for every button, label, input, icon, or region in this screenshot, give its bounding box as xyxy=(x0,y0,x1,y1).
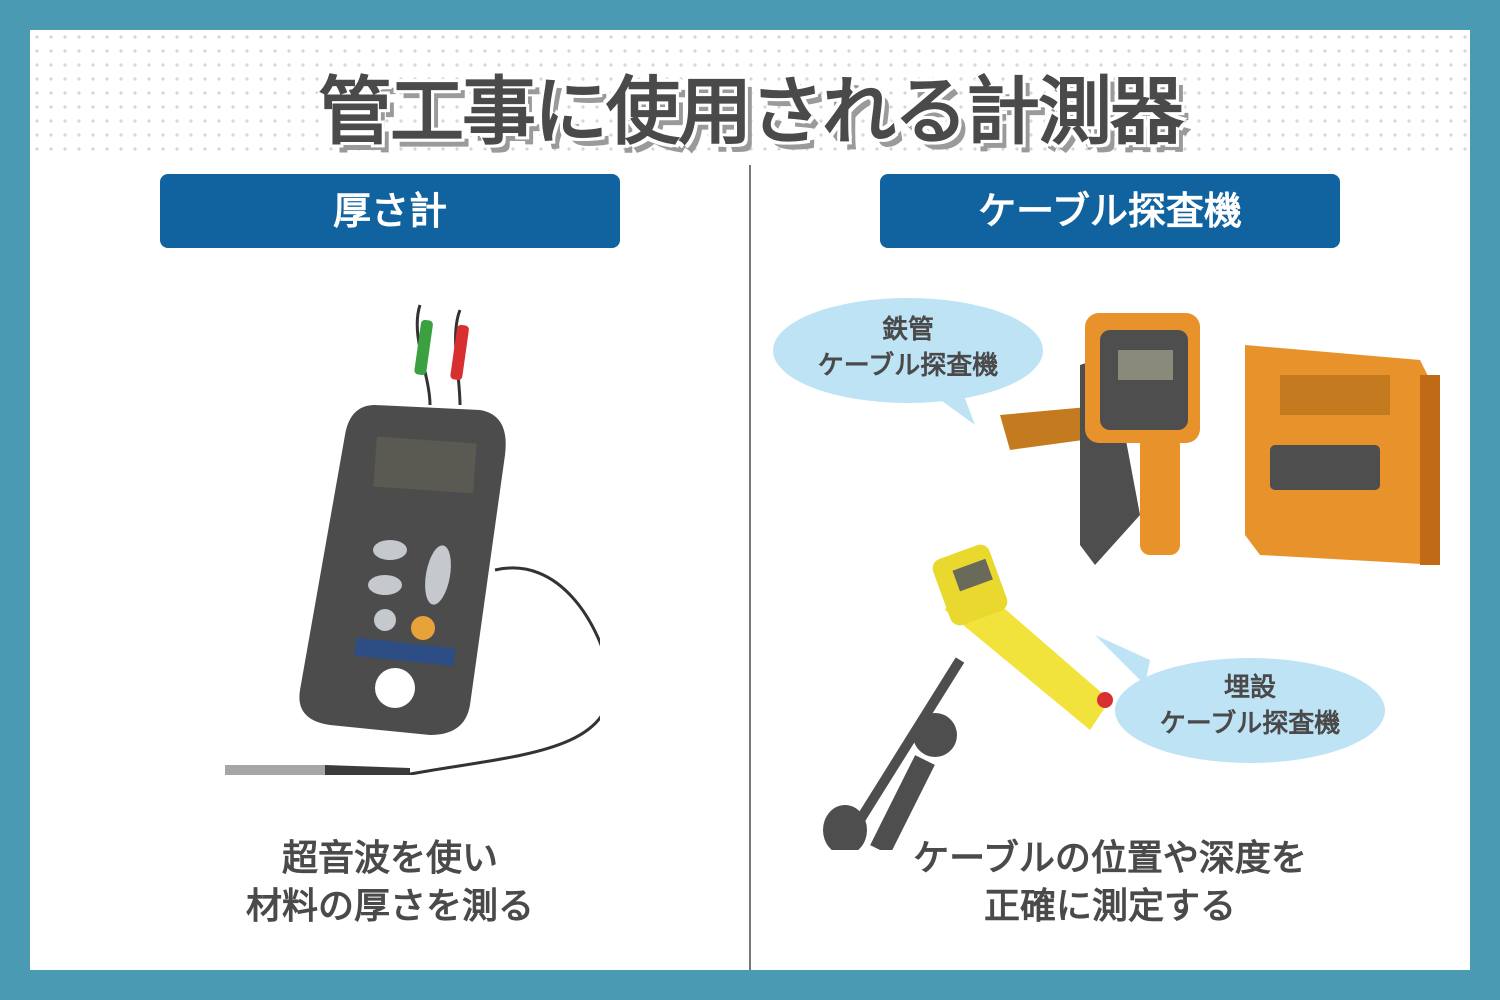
thickness-gauge-caption: 超音波を使い 材料の厚さを測る xyxy=(30,835,750,931)
bubble-text-line: ケーブル探査機 xyxy=(1159,709,1341,739)
bubble-tail xyxy=(1095,635,1150,685)
caption-line: 材料の厚さを測る xyxy=(245,886,534,927)
infographic-panel: 管工事に使用される計測器 厚さ計 ケーブル探査機 xyxy=(30,30,1470,970)
caption-line: ケーブルの位置や深度を xyxy=(913,838,1307,879)
bubble-tail xyxy=(920,385,975,425)
thickness-gauge-illustration xyxy=(225,304,600,775)
pipe-locator-illustration xyxy=(1000,313,1440,565)
caption-line: 正確に測定する xyxy=(983,886,1236,927)
buried-cable-locator-illustration xyxy=(823,544,1113,850)
thickness-gauge-header: 厚さ計 xyxy=(160,174,620,248)
cable-locator-caption: ケーブルの位置や深度を 正確に測定する xyxy=(750,835,1470,931)
pipe-locator-bubble xyxy=(773,298,1043,403)
page-title: 管工事に使用される計測器 xyxy=(318,69,1184,155)
bubble-text-line: 鉄管 xyxy=(881,315,934,345)
buried-locator-bubble xyxy=(1115,658,1385,763)
bubble-text-line: ケーブル探査機 xyxy=(817,351,999,381)
bubble-text-line: 埋設 xyxy=(1223,673,1276,703)
center-divider xyxy=(749,165,751,970)
caption-line: 超音波を使い xyxy=(281,838,498,879)
dot-pattern-background xyxy=(30,30,1470,160)
pipe-locator-label: 鉄管 ケーブル探査機 xyxy=(773,312,1043,384)
cable-locator-header: ケーブル探査機 xyxy=(880,174,1340,248)
buried-locator-label: 埋設 ケーブル探査機 xyxy=(1115,670,1385,742)
